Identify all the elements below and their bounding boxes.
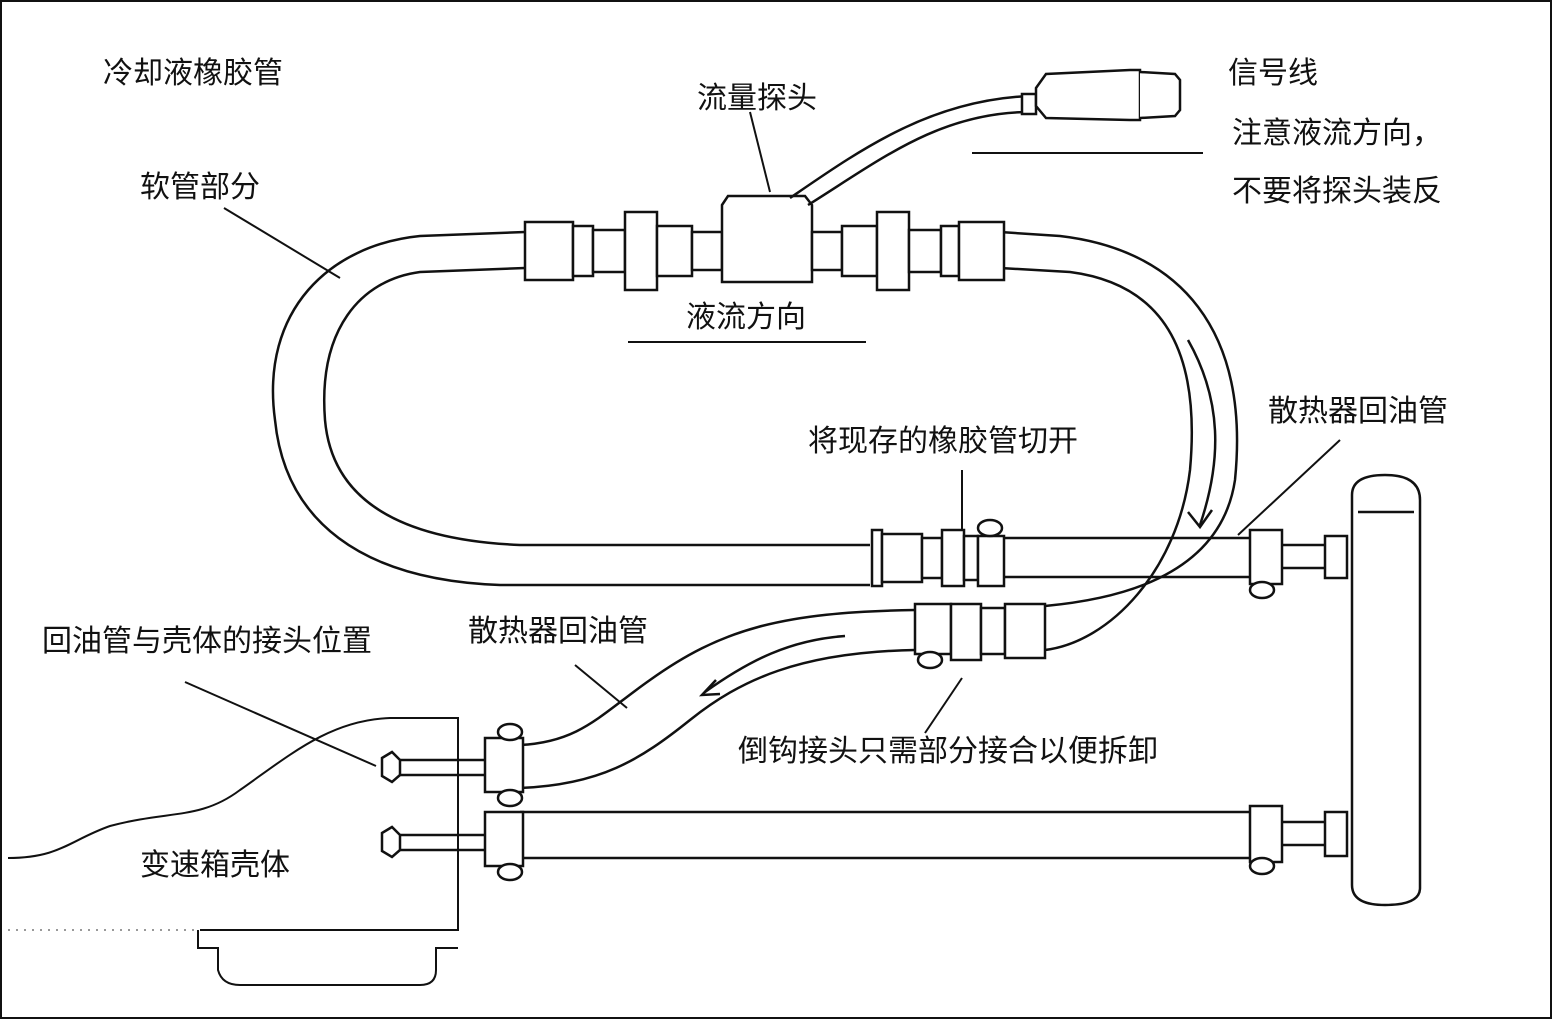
cut-hose-fitting bbox=[870, 518, 1006, 588]
upper-radiator-pipe bbox=[1005, 528, 1349, 586]
gearbox-fittings bbox=[380, 580, 1276, 882]
label-cut-hose: 将现存的橡胶管切开 bbox=[808, 424, 1078, 459]
hose-loop bbox=[271, 230, 1239, 652]
label-radiator-return-right: 散热器回油管 bbox=[1268, 394, 1448, 429]
lower-return-hose bbox=[519, 608, 916, 790]
label-hose-section: 软管部分 bbox=[140, 170, 260, 205]
label-flow-direction: 液流方向 bbox=[686, 300, 806, 335]
label-gearbox-housing: 变速箱壳体 bbox=[140, 848, 290, 883]
barb-fitting-middle bbox=[913, 602, 1047, 670]
leader-lines bbox=[184, 111, 1341, 767]
label-return-joint-position: 回油管与壳体的接头位置 bbox=[42, 624, 372, 659]
label-coolant-hose: 冷却液橡胶管 bbox=[103, 56, 283, 91]
signal-wire bbox=[789, 68, 1182, 207]
gearbox-housing bbox=[7, 717, 459, 986]
label-note-line1: 注意液流方向， bbox=[1232, 116, 1442, 151]
flow-probe-assembly bbox=[523, 194, 1006, 292]
bottom-radiator-pipe bbox=[520, 804, 1349, 864]
label-barb-fitting-note: 倒钩接头只需部分接合以便拆卸 bbox=[738, 734, 1158, 769]
label-radiator-return-left: 散热器回油管 bbox=[468, 614, 648, 649]
radiator bbox=[1350, 473, 1422, 907]
label-signal-wire: 信号线 bbox=[1228, 56, 1318, 91]
label-flow-probe: 流量探头 bbox=[697, 81, 817, 116]
label-note-line2: 不要将探头装反 bbox=[1232, 174, 1442, 209]
